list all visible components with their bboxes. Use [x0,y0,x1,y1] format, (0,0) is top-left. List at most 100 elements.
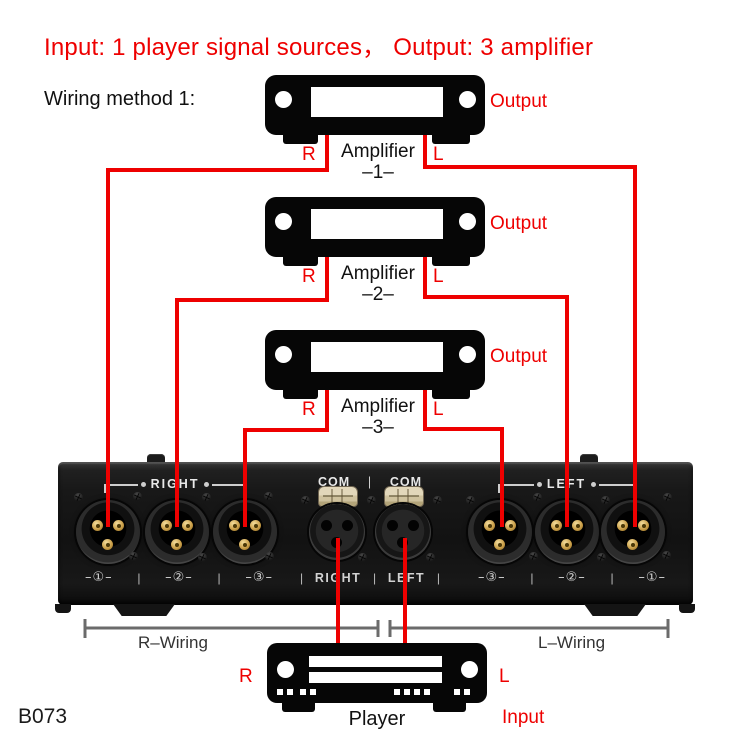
separator: | [436,571,440,585]
player-slot [309,656,442,667]
amp3-r-label: R [302,399,316,420]
player-button-icon [424,689,430,695]
xlr-female-com-right [309,504,365,560]
device-foot [113,604,175,616]
right-port-labels: –①– | –②– | –③– [85,570,273,585]
xlr-pin-icon [229,520,240,531]
player-button-icon [277,689,283,695]
amplifier-rack-icon [265,197,485,266]
separator: | [300,571,304,585]
amp3-number: –3– [362,417,394,438]
com-left-label: COM [389,475,422,489]
amp1-output-label: Output [490,91,548,112]
amplifier-rack-icon [265,330,485,399]
model-code: B073 [18,705,68,728]
right-group-label: RIGHT [104,477,247,493]
left-jack-label: LEFT [387,571,426,585]
amp-foot [283,256,318,266]
port-label: –②– [165,570,193,585]
player-button-icon [464,689,470,695]
amp1-name: Amplifier [341,141,415,162]
left-group-label: LEFT [498,477,635,493]
xlr-pin-icon [494,539,505,550]
separator: | [610,570,614,585]
input-label: Input [502,707,545,728]
xlr-pin-icon [102,539,113,550]
xlr-hole-icon [397,537,408,548]
amp-knob-right-icon [459,213,476,230]
amplifier-rack-icon [265,75,485,144]
amp1-number: –1– [362,162,394,183]
xlr-pin-icon [161,520,172,531]
amp2-r-label: R [302,266,316,287]
amp-knob-left-icon [275,346,292,363]
amp-knob-right-icon [459,346,476,363]
amp-knob-left-icon [275,213,292,230]
amp2-number: –2– [362,284,394,305]
center-port-labels: | RIGHT | LEFT | [300,571,440,585]
bullet-icon [140,482,146,487]
amp1-l-label: L [433,144,444,165]
wiring-method-label: Wiring method 1: [44,88,196,110]
xlr-pin-icon [638,520,649,531]
amp-foot [283,134,318,144]
xlr-male-left-2 [535,500,599,564]
player-button-icon [310,689,316,695]
bracket-line [498,484,534,493]
xlr-pin-icon [171,539,182,550]
port-label: –①– [85,570,113,585]
port-label: –③– [478,570,506,585]
xlr-male-left-3 [468,500,532,564]
separator: | [217,570,221,585]
xlr-hole-icon [321,520,332,531]
player-slot [309,672,442,683]
separator: | [137,570,141,585]
xlr-pin-icon [617,520,628,531]
player-button-icon [454,689,460,695]
amplifier-3-unit: R Amplifier L –3– Output [265,330,565,445]
xlr-hole-icon [408,520,419,531]
xlr-hole-icon [331,537,342,548]
player-foot [433,702,466,712]
bullet-icon [536,482,542,487]
bullet-icon [204,482,210,487]
amp-display-slot [311,209,443,239]
separator: | [372,571,377,585]
xlr-pin-icon [92,520,103,531]
amp1-r-label: R [302,144,316,165]
xlr-pin-icon [250,520,261,531]
player-name-label: Player [348,708,406,730]
bracket-line [599,484,635,493]
port-label: –②– [558,570,586,585]
amp3-l-label: L [433,399,444,420]
port-label: –①– [638,570,666,585]
xlr-pin-icon [572,520,583,531]
amp-display-slot [311,342,443,372]
bullet-icon [591,482,597,487]
player-button-icon [414,689,420,695]
xlr-pin-icon [505,520,516,531]
player-unit [267,643,487,715]
right-group-text: RIGHT [150,477,200,491]
player-button-icon [404,689,410,695]
player-device-icon [267,643,487,712]
xlr-pin-icon [182,520,193,531]
r-wiring-label: R–Wiring [138,633,208,652]
device-foot [584,604,646,616]
bracket-line [212,484,247,493]
l-wiring-label: L–Wiring [538,633,606,652]
xlr-pin-icon [113,520,124,531]
amplifier-1-unit: R Amplifier L –1– Output [265,75,565,190]
player-knob-right-icon [461,661,478,678]
player-foot [282,702,315,712]
player-button-icon [287,689,293,695]
xlr-pin-icon [484,520,495,531]
left-port-labels: –③– | –②– | –①– [478,570,666,585]
l-wiring-bracket [388,619,670,638]
player-knob-left-icon [277,661,294,678]
amp2-name: Amplifier [341,263,415,284]
xlr-female-com-left [375,504,431,560]
device-foot [679,604,695,613]
xlr-pin-icon [627,539,638,550]
